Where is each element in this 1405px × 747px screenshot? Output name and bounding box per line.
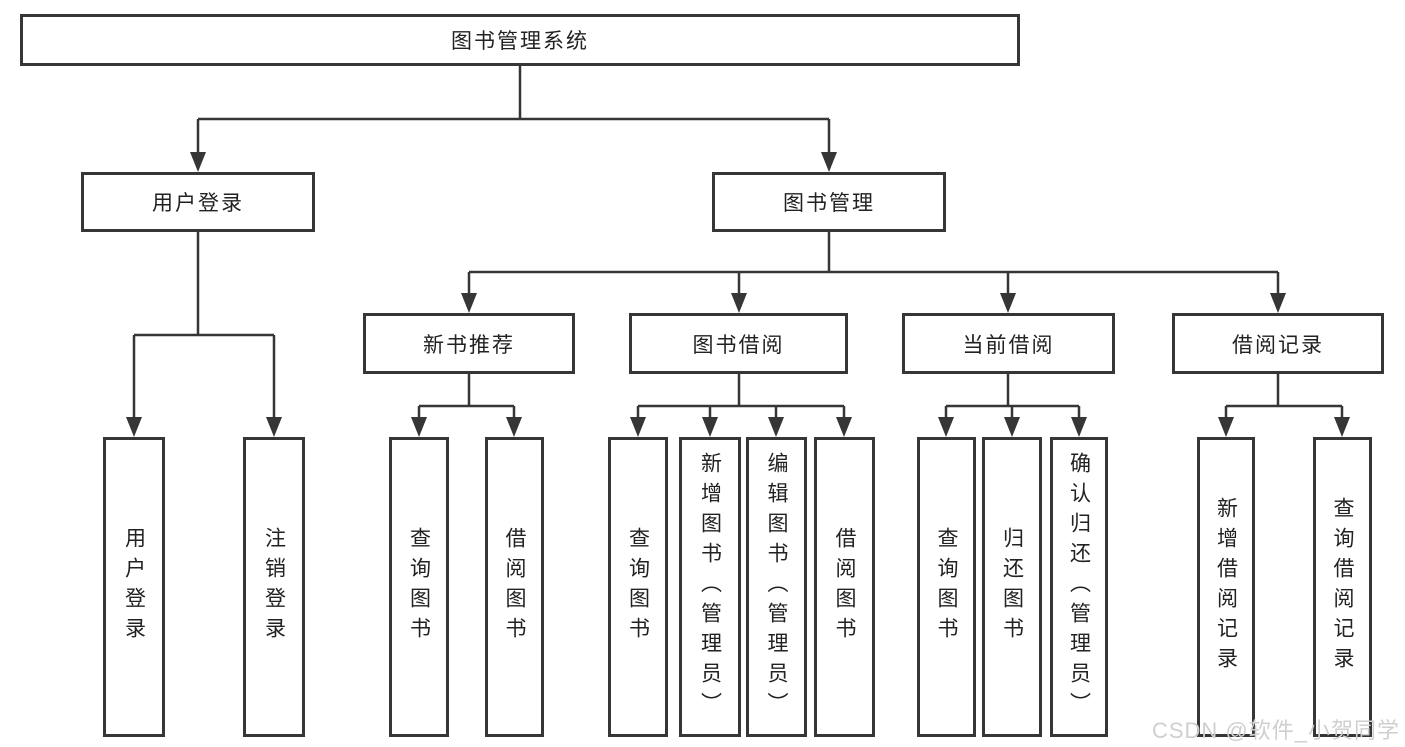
leaf-nb-query-book: 查询图书 bbox=[389, 437, 449, 737]
watermark-text: CSDN @软件_小贺同学 bbox=[1151, 718, 1400, 743]
leaf-br-add-record: 新增借阅记录 bbox=[1197, 437, 1255, 737]
node-new-book-recommend: 新书推荐 bbox=[363, 313, 575, 374]
arrow-down-icon bbox=[702, 417, 718, 437]
leaf-cb-confirm-return-admin: 确认归还（管理员） bbox=[1050, 437, 1108, 737]
arrow-down-icon bbox=[1218, 417, 1234, 437]
leaf-br-query-record: 查询借阅记录 bbox=[1313, 437, 1372, 737]
node-current-borrow: 当前借阅 bbox=[902, 313, 1115, 374]
arrow-down-icon bbox=[731, 293, 747, 313]
node-user-login: 用户登录 bbox=[81, 172, 315, 232]
node-library-system: 图书管理系统 bbox=[20, 14, 1020, 66]
arrow-down-icon bbox=[938, 417, 954, 437]
arrow-down-icon bbox=[630, 417, 646, 437]
leaf-cb-return-book: 归还图书 bbox=[982, 437, 1042, 737]
arrow-down-icon bbox=[506, 417, 522, 437]
node-borrow-record: 借阅记录 bbox=[1172, 313, 1384, 374]
leaf-user-login: 用户登录 bbox=[103, 437, 165, 737]
arrow-down-icon bbox=[1004, 417, 1020, 437]
arrow-down-icon bbox=[1000, 293, 1016, 313]
leaf-bb-query-book: 查询图书 bbox=[608, 437, 668, 737]
leaf-cb-query-book: 查询图书 bbox=[917, 437, 976, 737]
arrow-down-icon bbox=[411, 417, 427, 437]
arrow-down-icon bbox=[821, 152, 837, 172]
leaf-bb-borrow-book: 借阅图书 bbox=[814, 437, 875, 737]
node-book-borrow: 图书借阅 bbox=[629, 313, 848, 374]
arrow-down-icon bbox=[1334, 417, 1350, 437]
leaf-logout: 注销登录 bbox=[243, 437, 305, 737]
arrow-down-icon bbox=[190, 152, 206, 172]
arrow-down-icon bbox=[126, 417, 142, 437]
arrow-down-icon bbox=[266, 417, 282, 437]
arrow-down-icon bbox=[1270, 293, 1286, 313]
arrow-down-icon bbox=[836, 417, 852, 437]
leaf-nb-borrow-book: 借阅图书 bbox=[485, 437, 544, 737]
node-book-management: 图书管理 bbox=[712, 172, 946, 232]
arrow-down-icon bbox=[1071, 417, 1087, 437]
arrow-down-icon bbox=[768, 417, 784, 437]
leaf-bb-add-book-admin: 新增图书（管理员） bbox=[679, 437, 741, 737]
leaf-bb-edit-book-admin: 编辑图书（管理员） bbox=[746, 437, 807, 737]
arrow-down-icon bbox=[461, 293, 477, 313]
